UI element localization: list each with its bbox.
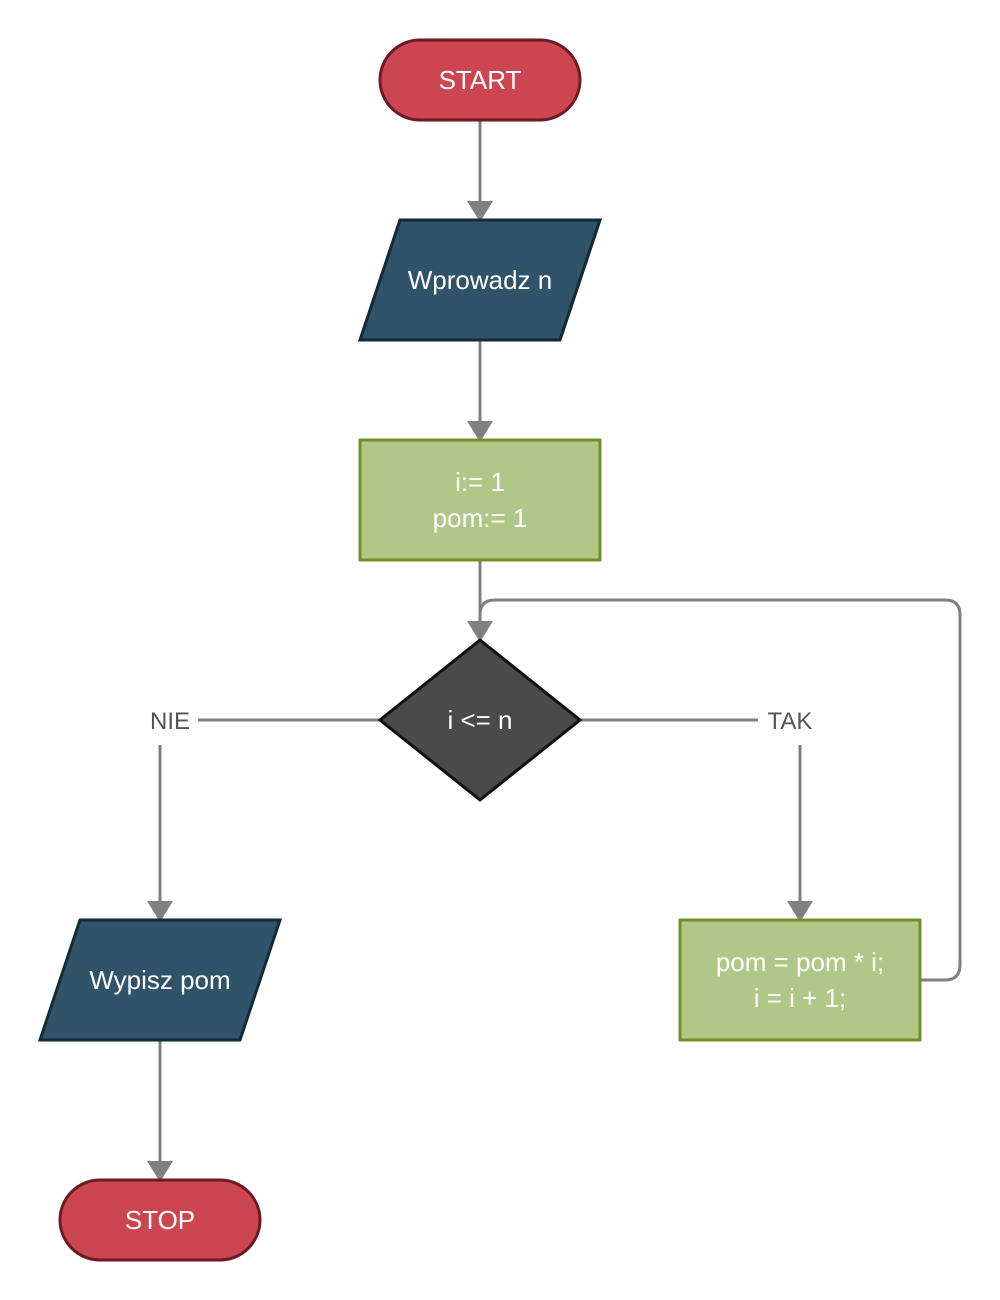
start-shape — [378, 38, 582, 122]
loop-body-node[interactable]: pom = pom * i; i = i + 1; — [678, 918, 922, 1042]
arrowheads — [147, 201, 813, 1182]
arrowhead-loop-body — [787, 901, 813, 922]
connector-loop-back — [478, 598, 962, 982]
init-node[interactable]: i:= 1 pom:= 1 — [358, 438, 602, 562]
yes-branch-label: TAK — [768, 708, 813, 735]
init-shape — [358, 438, 602, 562]
loop-body-label-line1: pom = pom * i; — [716, 947, 884, 977]
output-node[interactable]: Wypisz pom — [37, 918, 283, 1042]
stop-shape — [58, 1178, 262, 1262]
output-label: Wypisz pom — [89, 965, 230, 995]
arrowhead-condition — [467, 621, 493, 642]
input-shape — [357, 218, 603, 342]
loop-body-label-line2: i = i + 1; — [754, 983, 847, 1013]
arrowhead-output — [147, 901, 173, 922]
output-shape — [37, 918, 283, 1042]
start-node[interactable]: START — [378, 38, 582, 122]
start-label: START — [439, 65, 522, 95]
input-label: Wprowadz n — [408, 265, 553, 295]
loop-body-shape — [678, 918, 922, 1042]
condition-label: i <= n — [447, 705, 512, 735]
stop-node[interactable]: STOP — [58, 1178, 262, 1262]
condition-node[interactable]: i <= n — [377, 638, 583, 802]
arrowhead-stop — [147, 1161, 173, 1182]
init-label-line1: i:= 1 — [455, 467, 505, 497]
input-node[interactable]: Wprowadz n — [357, 218, 603, 342]
connectors — [158, 120, 962, 1162]
no-branch-label: NIE — [150, 708, 190, 735]
stop-label: STOP — [125, 1205, 195, 1235]
init-label-line2: pom:= 1 — [433, 503, 528, 533]
condition-shape — [377, 638, 583, 802]
arrowhead-input — [467, 201, 493, 222]
arrowhead-init — [467, 421, 493, 442]
